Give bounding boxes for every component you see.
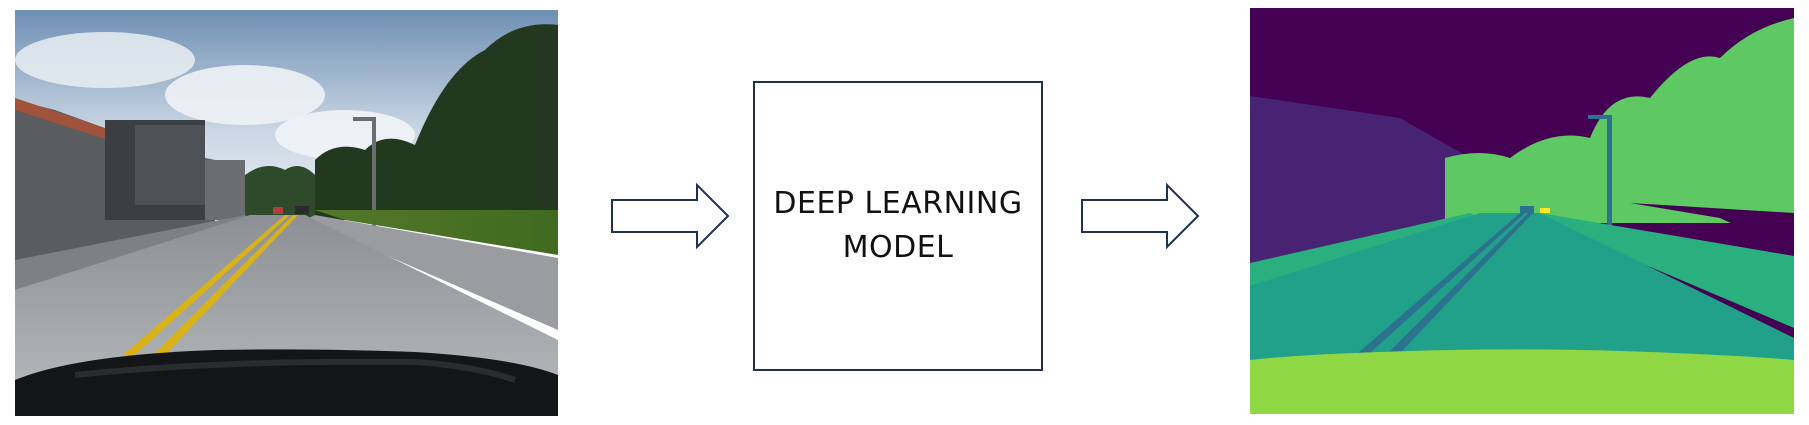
deep-learning-model-box: DEEP LEARNING MODEL: [753, 81, 1043, 371]
right-arrow-icon: [1080, 183, 1200, 249]
model-label: DEEP LEARNING MODEL: [773, 186, 1023, 265]
right-arrow-icon: [610, 183, 730, 249]
road-scene-photo: [15, 10, 558, 416]
segmentation-map: [1250, 8, 1794, 414]
input-camera-image: [15, 10, 558, 416]
segmentation-output-image: [1250, 8, 1794, 414]
